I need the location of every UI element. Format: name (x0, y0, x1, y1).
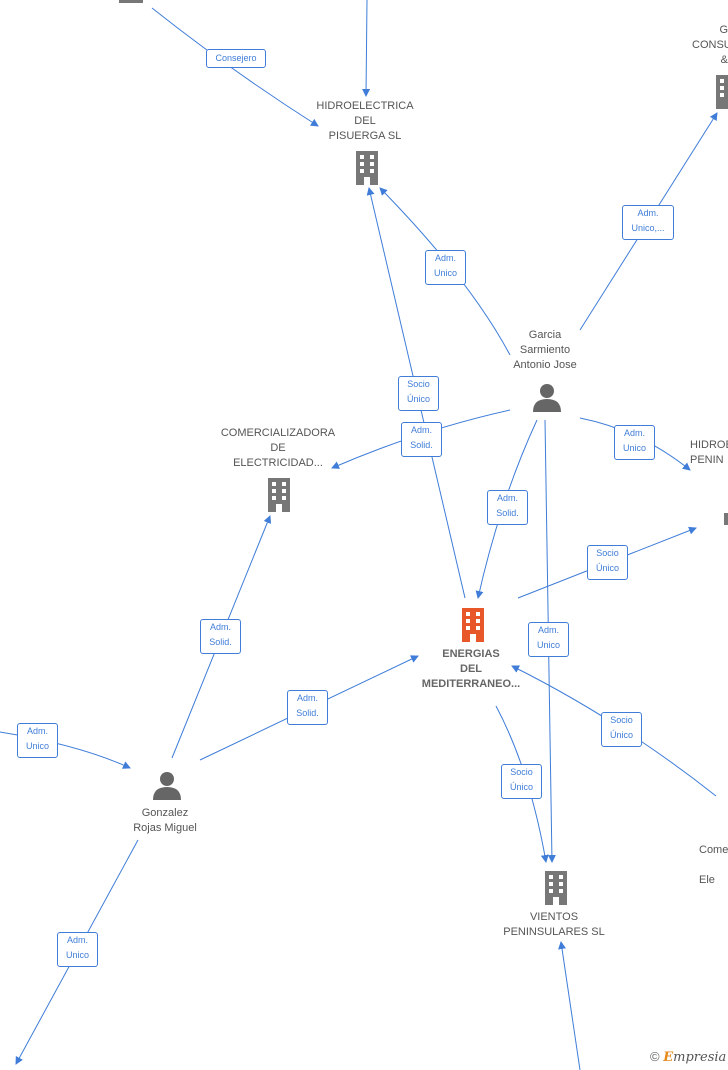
building-icon[interactable] (262, 477, 296, 518)
brand-logo: Empresia (663, 1050, 726, 1065)
node-label-top-right-company[interactable]: G CONSU & (692, 24, 728, 66)
edge-label-consejero[interactable]: Consejero (206, 49, 266, 68)
node-label-gonzalez[interactable]: Gonzalez Rojas Miguel (133, 807, 197, 834)
edge-consejero (151, 7, 319, 127)
building-icon[interactable] (350, 150, 384, 191)
building-icon[interactable] (713, 74, 728, 115)
edge-label-adm-unico[interactable]: Adm. Unico (57, 932, 98, 967)
building-icon[interactable] (456, 607, 490, 648)
edge-label-adm-solid[interactable]: Adm. Solid. (200, 619, 241, 654)
node-label-hidroelectrica[interactable]: HIDROELECTRICA DEL PISUERGA SL (316, 100, 414, 142)
building-icon[interactable] (539, 870, 573, 911)
empresia-watermark: © Empresia (650, 1049, 726, 1065)
node-label-garcia[interactable]: Garcia Sarmiento Antonio Jose (513, 329, 577, 371)
building-icon (724, 512, 728, 530)
edge-label-socio-unico[interactable]: Socio Único (601, 712, 642, 747)
node-label-vientos[interactable]: VIENTOS PENINSULARES SL (503, 911, 605, 938)
edge-label-adm-unico[interactable]: Adm. Unico (614, 425, 655, 460)
edge-label-socio-unico[interactable]: Socio Único (501, 764, 542, 799)
node-label-right-hidro[interactable]: HIDROE PENIN (690, 439, 728, 466)
edge-label-adm-solid[interactable]: Adm. Solid. (401, 422, 442, 457)
edge-label-adm-solid[interactable]: Adm. Solid. (287, 690, 328, 725)
edge-label-adm-unico[interactable]: Adm. Unico (17, 723, 58, 758)
person-icon[interactable] (532, 383, 562, 418)
edge-label-adm-unico[interactable]: Adm. Unico (425, 250, 466, 285)
node-label-energias[interactable]: ENERGIAS DEL MEDITERRANEO... (421, 648, 521, 690)
edge-label-socio-unico[interactable]: Socio Único (587, 545, 628, 580)
person-icon[interactable] (152, 771, 182, 806)
edge-label-socio-unico[interactable]: Socio Único (398, 376, 439, 411)
edge-top-to-hidro (362, 0, 371, 97)
edge-bottom-vientos (558, 941, 581, 1070)
edge-label-adm-unico[interactable]: Adm. Unico,... (622, 205, 674, 240)
copyright-symbol: © (650, 1049, 660, 1064)
node-label-comercializadora[interactable]: COMERCIALIZADORA DE ELECTRICIDAD... (220, 427, 336, 469)
edge-label-adm-solid[interactable]: Adm. Solid. (487, 490, 528, 525)
brand-name: mpresia (673, 1050, 727, 1065)
building-icon (117, 0, 145, 10)
brand-initial: E (663, 1050, 674, 1065)
edge-label-adm-unico[interactable]: Adm. Unico (528, 622, 569, 657)
node-label-right-come[interactable]: Come Ele (699, 844, 728, 886)
